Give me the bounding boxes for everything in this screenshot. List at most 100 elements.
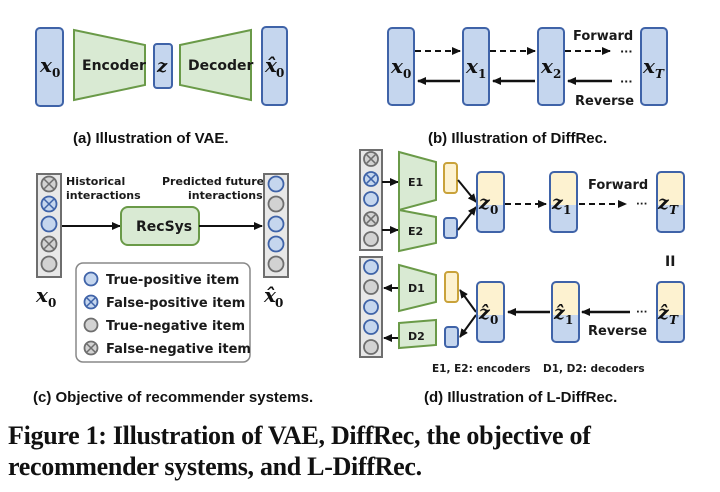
true-negative-item-icon [363,231,379,247]
merge-arrow [457,179,477,203]
historical-label-line2: interactions [66,189,141,202]
recon-state-z1 [551,281,580,343]
vae-encoder-label: Encoder [82,58,146,74]
true-positive-item-icon [363,319,379,335]
true-positive-item-icon [363,259,379,275]
latent-state-z0-var: z [478,192,491,214]
cross-mark [86,343,96,353]
latent-state-zT-var: z [657,192,670,214]
true-positive-item-icon [363,191,379,207]
diffrec-state-x0-sub: 0 [403,67,411,81]
diffrec-state-x0 [387,27,415,106]
diffrec-state-x2-var: x [540,54,554,78]
vae-input-box [35,27,64,107]
true-negative-item-icon [40,255,58,273]
diffrec-state-xT [640,27,668,106]
true-negative-item-icon [83,317,99,333]
panel-c-caption: (c) Objective of recommender systems. [33,389,313,406]
diffrec-state-xT-sub: T [655,67,665,81]
cross-mark [43,238,55,250]
cross-mark [43,178,55,190]
diffrec-state-x1 [462,27,490,106]
ld-forward-ellipsis: ··· [636,199,647,210]
diffrec-state-x1-var: x [465,54,479,78]
recon-state-zT-var: ẑ [657,302,670,324]
true-negative-item-icon [267,195,285,213]
true-negative-item-icon [363,279,379,295]
latent-state-zT-sub: T [669,203,679,217]
diffrec-state-xT-var: x [642,54,656,78]
recon-state-z0-var: ẑ [478,302,491,324]
encoder-e2-shape [398,208,437,253]
vae-decoder-shape [179,28,252,102]
vae-decoder-label: Decoder [188,58,254,74]
ld-input-items [363,151,379,247]
panel-b-caption: (b) Illustration of DiffRec. [428,130,607,147]
true-positive-item-icon [267,235,285,253]
vae-encoder-shape [73,28,146,102]
decoder-d2-label: D2 [408,330,425,343]
true-positive-item-icon [40,215,58,233]
latent-state-zT [656,171,685,233]
forward-ellipsis: ··· [620,45,633,58]
vae-output-box [261,26,288,106]
decoder-d2-shape [398,318,437,350]
ld-output-items [363,259,379,355]
vae-input-var: x [39,53,53,77]
panel-a-vae: x 0 Encoder z Decoder x̂ 0 (a) Illustrat… [35,26,288,147]
equals-sign: II [665,254,675,270]
diffrec-state-x2 [537,27,565,106]
predicted-label-line2: interactions [188,189,263,202]
recsys-output-sub: 0 [275,296,283,310]
recon-state-z1-sub: 1 [565,313,573,327]
ld-reverse-ellipsis: ··· [636,307,647,318]
cross-mark [366,214,376,224]
diffrec-state-x1-sub: 1 [478,67,486,81]
latent-chunk-blue [443,217,458,239]
encoders-note: E1, E2: encoders [432,363,531,375]
legend-label-false-negative: False-negative item [106,342,251,357]
recon-state-z1-var: ẑ [553,302,566,324]
historical-label-line1: Historical [66,175,125,188]
panel-d-ldiffrec: E1 E2 z 0 z 1 z T ··· Forward II D1 D2 [359,149,685,406]
recon-state-z0-sub: 0 [490,313,498,327]
diffrec-state-x2-sub: 2 [553,67,561,81]
true-positive-item-icon [267,215,285,233]
true-positive-item-icon [83,271,99,287]
decoder-d1-label: D1 [408,282,425,295]
panel-c-recsys: Historical interactions RecSys Predicted… [33,173,313,406]
cross-mark [366,174,376,184]
legend-box [75,262,251,363]
panel-b-diffrec: x 0 x 1 x 2 x T ··· Forward ··· Reverse … [387,27,668,147]
cross-mark [43,198,55,210]
panel-d-caption: (d) Illustration of L-DiffRec. [424,389,617,406]
recon-chunk-yellow [444,271,459,303]
decoder-d1-shape [398,263,437,313]
encoder-e1-label: E1 [408,176,423,189]
true-positive-item-icon [363,299,379,315]
true-negative-item-icon [363,339,379,355]
legend-label-true-positive: True-positive item [106,273,239,288]
merge-arrow [457,206,477,231]
latent-state-z0 [476,171,505,233]
latent-chunk-yellow [443,162,458,194]
recsys-input-var: x [35,283,49,307]
vae-output-var: x̂ [264,53,278,77]
latent-state-z1 [549,171,578,233]
cross-mark [86,297,96,307]
vae-input-sub: 0 [52,66,60,80]
recsys-output-var: x̂ [263,283,277,307]
figure-caption: Figure 1: Illustration of VAE, DiffRec, … [8,421,591,481]
recsys-label: RecSys [136,219,192,235]
recsys-input-sub: 0 [48,296,56,310]
recon-state-zT-sub: T [669,313,679,327]
output-items [267,175,285,273]
recon-chunk-blue [444,326,459,348]
legend-label-true-negative: True-negative item [106,319,245,334]
forward-label: Forward [573,29,633,44]
reverse-label: Reverse [575,94,634,109]
vae-latent-box [153,43,173,89]
true-positive-item-icon [267,175,285,193]
